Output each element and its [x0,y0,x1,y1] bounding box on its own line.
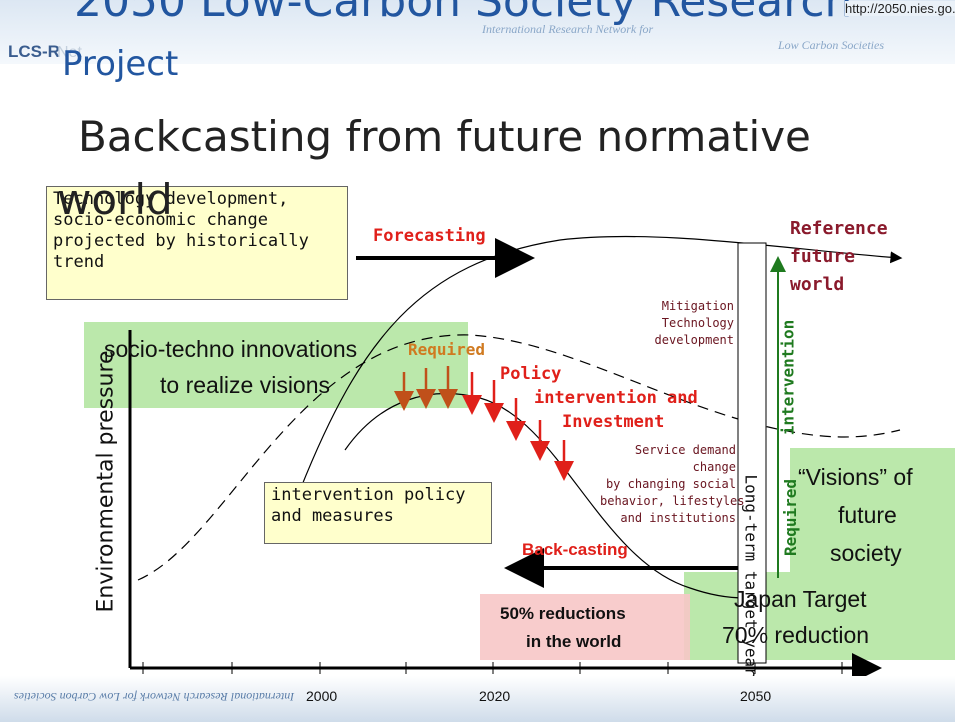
service-line: Service demand [634,443,736,457]
project-title-line2: Project [62,44,179,84]
forecast-note-line: trend [53,252,105,272]
intervention-note-line: intervention policy [271,485,466,505]
service-label: Service demand change by changing social… [600,442,745,527]
logo: LCS-R [8,42,60,61]
forecasting-label: Forecasting [373,226,486,246]
footer-banner [0,676,955,722]
slide-title-line2: world [57,175,173,224]
reference-label-line: world [790,274,845,295]
env-pressure-label: Environmental pressure [93,350,119,613]
reference-curve [299,235,903,491]
reference-label-line: Reference [790,218,888,239]
intervention-vertical-label: intervention [778,319,798,436]
policy-arrows [462,372,574,481]
forecast-note-line: projected by historically [53,231,309,251]
visions-label-line: future [838,502,897,528]
japan-highlight [684,572,955,660]
tick-label-2000: 2000 [306,688,338,704]
visions-label-line: “Visions” of [798,464,913,490]
required-label: Required [408,340,486,359]
network-watermark: International Research Network for [482,22,654,36]
site-url: http://2050.nies.go. [845,1,955,16]
tick-label-2020: 2020 [479,688,511,704]
project-title-line1: 2050 Low-Carbon Society Research [74,0,853,27]
mitigation-line: Technology [661,316,734,330]
mitigation-line: development [654,333,734,347]
service-line: change [692,460,736,474]
world-target-line: 50% reductions [500,604,626,623]
header-banner [0,0,955,64]
forecast-note-line: socio-economic change [53,210,268,230]
network-watermark-2: Low Carbon Societies [778,38,885,52]
backcasting-label: Back-casting [522,540,628,559]
logo-tail: Net [57,44,82,61]
forecast-note: Technology development, socio-economic c… [46,186,348,300]
innovations-label-line1: socio-techno innovations [104,336,358,362]
x-axis-ticks [142,662,843,674]
mitigation-line: Mitigation [661,299,734,313]
innovations-label-line2: to realize visions [160,372,331,398]
intervention-note-line: and measures [271,506,394,526]
world-target-line: in the world [526,632,622,651]
policy-label-line: Investment [562,412,665,432]
slide-title-line1: Backcasting from future normative [78,112,811,161]
dashed-curve [137,334,901,581]
required-arrows [394,366,458,411]
policy-label-line: Policy [500,364,562,384]
tick-label-2050: 2050 [740,688,772,704]
reference-label-line: future [790,246,856,267]
long-term-target-bar [737,242,767,664]
forecast-note-line: Technology development, [53,189,289,209]
service-line: and institutions [620,511,736,525]
japan-target-line: Japan Target [734,586,867,612]
service-line: by changing social [605,477,736,491]
mitigation-label: Mitigation Technology development [632,298,734,349]
japan-target-line: 70% reduction [722,622,870,648]
service-line: behavior, lifestyles [600,494,745,508]
intervention-note: intervention policy and measures [264,482,492,544]
policy-label-line: intervention and [534,388,698,408]
visions-label-line: society [830,540,902,566]
world-highlight [480,594,690,660]
footer-network-text: International Research Network for Low C… [14,690,295,704]
visions-highlight [790,448,955,572]
